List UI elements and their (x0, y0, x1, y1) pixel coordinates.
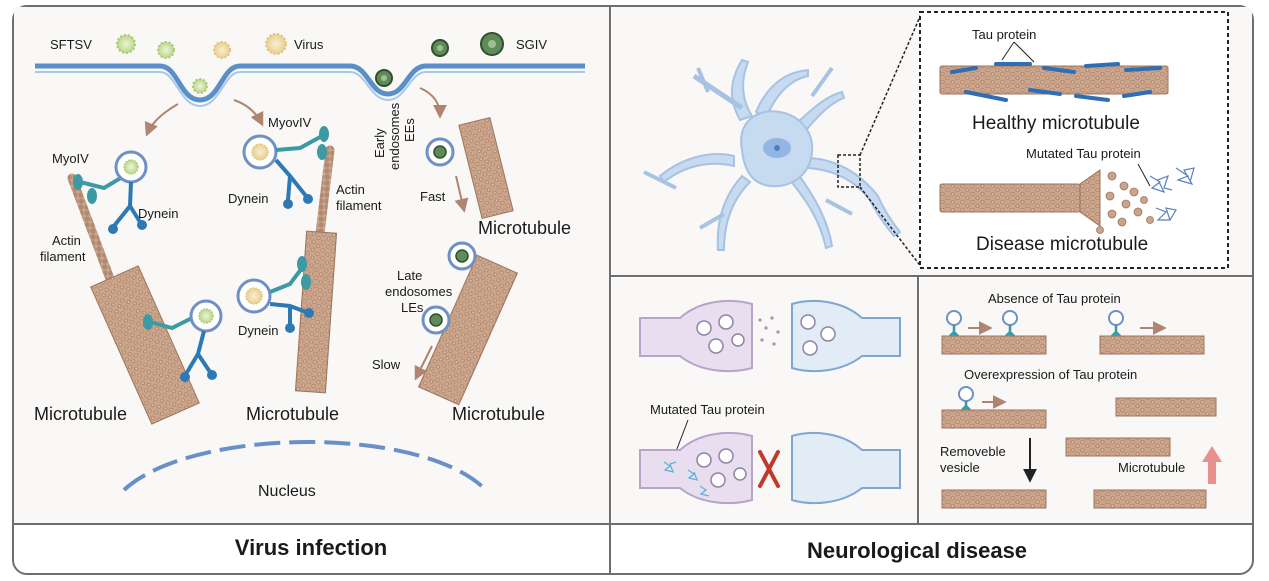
early-endosome-icon (425, 137, 455, 167)
overexpression-of-tau-label: Overexpression of Tau protein (964, 367, 1137, 382)
increase-arrow-icon (1202, 446, 1222, 484)
virus-label: Virus (294, 37, 324, 52)
nucleus-envelope (122, 440, 488, 492)
microtubule-upper-right (458, 116, 514, 220)
actin-filament-label-2b: filament (336, 198, 382, 213)
neurological-disease-title: Neurological disease (807, 538, 1027, 563)
disease-microtubule-icon (939, 183, 1081, 213)
early-endosomes-label-2: endosomes (387, 102, 402, 170)
myoviv-motor-icon (269, 256, 311, 294)
tau-aggregate-icon (1149, 167, 1195, 221)
synapse-panel: Mutated Tau protein (639, 299, 901, 505)
neurotransmitter-dots (758, 316, 780, 346)
microtubule-increase-label: Microtubule (1118, 460, 1185, 475)
myoiv-motor-icon (73, 174, 126, 204)
dynein-label-2: Dynein (228, 191, 268, 206)
entry-arrow-left (144, 103, 179, 137)
virus-infection-title: Virus infection (235, 535, 387, 560)
dynein-motor-icon (108, 181, 147, 234)
vesicle-motor-icon (946, 310, 1124, 326)
microtubule-segment (941, 409, 1047, 429)
late-endosomes-label-3: LEs (401, 300, 424, 315)
entry-arrow-middle (233, 99, 264, 127)
diseased-postsynaptic-terminal (791, 431, 901, 505)
microtubule-segment (941, 335, 1047, 355)
microtubule-segment (1115, 397, 1217, 417)
late-endosomes-label-2: endosomes (385, 284, 453, 299)
late-endosomes-label-1: Late (397, 268, 422, 283)
microtubule-label-2: Microtubule (246, 404, 339, 424)
tau-transport-panel: Absence of Tau protein Overexpression of… (940, 291, 1222, 509)
microtubule-label-right-top: Microtubule (478, 218, 571, 238)
entry-arrow-right (419, 87, 447, 119)
tau-aggregate-icon (663, 461, 710, 497)
mutated-tau-protein-label-synapse: Mutated Tau protein (650, 402, 765, 417)
actin-filament-label-2a: Actin (336, 182, 365, 197)
sgiv-label: SGIV (516, 37, 547, 52)
cell-membrane (35, 63, 585, 103)
blocked-cross-icon (758, 450, 780, 488)
sftsv-label: SFTSV (50, 37, 92, 52)
sgiv-virus-icon (375, 32, 504, 87)
vesicle-motor-icon (958, 386, 974, 411)
synaptic-vesicle-icon (696, 314, 836, 356)
microtubule-label-3: Microtubule (452, 404, 545, 424)
synaptic-vesicle-icon (696, 448, 747, 488)
dynein-motor-icon (274, 158, 313, 209)
microtubule-inset (919, 11, 1229, 269)
endosome-vesicle-icon (114, 150, 148, 184)
endosome-vesicle-icon (242, 134, 278, 170)
microtubule-segment (1099, 335, 1205, 355)
tau-protein-icon (950, 62, 1162, 102)
endosome-vesicle-icon (189, 299, 223, 333)
removeble-vesicle-label-2: vesicle (940, 460, 980, 475)
dynein-motor-icon (180, 330, 217, 382)
myoiv-label: MyoIV (52, 151, 89, 166)
dynein-motor-icon (269, 302, 314, 333)
nucleus-label: Nucleus (258, 483, 316, 500)
myoviv-motor-icon (275, 126, 329, 160)
postsynaptic-terminal (791, 299, 901, 373)
neuron-panel: Tau protein Healthy microtubule Mutated … (643, 11, 1229, 269)
mutated-tau-protein-label-inset: Mutated Tau protein (1026, 146, 1141, 161)
fast-arrow (454, 175, 469, 213)
sftsv-virus-icon (116, 34, 208, 94)
dynein-label-1: Dynein (138, 206, 178, 221)
microtubule-segment (1093, 489, 1207, 509)
myoviv-label: MyovIV (268, 115, 312, 130)
tau-protein-label: Tau protein (972, 27, 1036, 42)
endosome-vesicle-icon (236, 278, 272, 314)
disease-microtubule-label: Disease microtubule (976, 234, 1148, 255)
microtubule-label-1: Microtubule (34, 404, 127, 424)
dynein-label-3: Dynein (238, 323, 278, 338)
actin-filament-label-1a: Actin (52, 233, 81, 248)
late-endosome-icon (421, 241, 477, 335)
microtubule-segment (1065, 437, 1171, 457)
healthy-microtubule-label: Healthy microtubule (972, 113, 1140, 134)
removeble-vesicle-label-1: Removeble (940, 444, 1006, 459)
virus-icon (213, 33, 287, 59)
slow-arrow (414, 345, 433, 381)
slow-label: Slow (372, 357, 401, 372)
fast-label: Fast (420, 189, 446, 204)
early-endosomes-label-3: EEs (402, 118, 417, 142)
microtubule-segment (941, 489, 1047, 509)
tubulin-fragments (1096, 171, 1154, 234)
microtubule-left (90, 265, 200, 425)
myoiv-motor-icon (143, 314, 193, 331)
early-endosomes-label-1: Early (372, 128, 387, 158)
absence-of-tau-label: Absence of Tau protein (988, 291, 1121, 306)
zoom-box (837, 154, 861, 188)
virus-infection-panel: SFTSV Virus SGIV MyoIV Dynein Act (34, 32, 585, 500)
actin-filament-label-1b: filament (40, 249, 86, 264)
